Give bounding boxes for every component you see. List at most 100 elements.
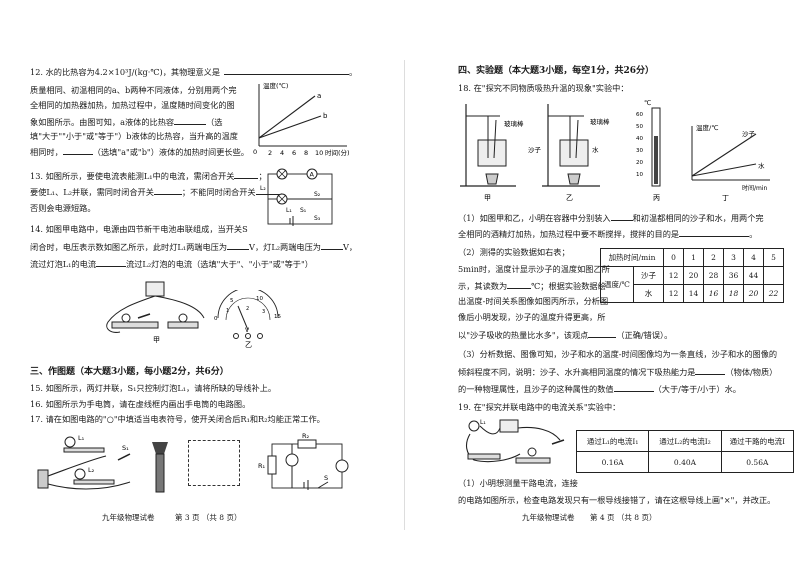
section3-heading: 三、作图题（本大题3小题，每小题2分，共6分） <box>30 367 229 377</box>
q18-line1: 18. 在"探究不同物质吸热升温的现象"实验中： <box>458 83 629 93</box>
table-cell: 20 <box>683 266 704 285</box>
q18-p2b: 5min时，温度计显示沙子的温度如图乙所 <box>458 264 610 274</box>
q19-current-table: 通过L₁的电流I₁ 通过L₂的电流I₂ 通过干路的电流I 0.16A 0.40A… <box>575 430 794 473</box>
graph-ylabel: 温度(℃) <box>263 81 288 90</box>
table-cell: 温度/℃ <box>600 266 634 303</box>
svg-text:沙子: 沙子 <box>528 146 542 154</box>
q17-text: 17. 请在如图电路的"○"中填适当电表符号，使开关闭合后R₁和R₂均能正常工作… <box>30 414 325 424</box>
table-cell: 12 <box>663 284 684 303</box>
q12-line5: 填"大于""小于"或"等于"）b液体的比热容，当升高的温度 <box>30 131 238 141</box>
svg-text:温度/℃: 温度/℃ <box>696 123 719 132</box>
svg-text:时间/min: 时间/min <box>742 184 768 192</box>
svg-text:50: 50 <box>636 124 643 130</box>
svg-text:30: 30 <box>636 148 643 154</box>
q12-line3: 全相同的加热器加热，加热过程中，温度随时间变化的图 <box>30 100 235 110</box>
graph-origin: 0 <box>253 148 257 156</box>
table-cell: 0.16A <box>575 451 650 473</box>
q18-p3a: （3）分析数据、图像可知，沙子和水的温度-时间图像均为一条直线，沙子和水的图像的 <box>458 349 778 359</box>
lamp-l2-label: L₂ <box>260 185 266 192</box>
svg-text:3: 3 <box>262 309 265 315</box>
caption-bing: 丙 <box>653 194 660 202</box>
svg-text:5: 5 <box>230 298 234 304</box>
q13-circuit: A L₂ L₁ S₁ S₂ S₃ <box>260 168 333 226</box>
lamp-l1-label: L₁ <box>286 207 292 214</box>
q17-s-label: S <box>324 474 328 482</box>
table-row: 0.16A 0.40A 0.56A <box>575 451 794 473</box>
q15-l2-label: L₂ <box>88 466 95 474</box>
table-row: 加热时间/min 0 1 2 3 4 5 <box>600 248 784 267</box>
q15-l1-label: L₁ <box>78 434 85 442</box>
table-cell: 20 <box>743 284 764 303</box>
right-footer-title: 九年级物理试卷 <box>522 513 575 522</box>
q18-p2e: 出温度-时间关系图像如图丙所示，分析图 <box>458 296 609 306</box>
q14-voltmeter-yi: 0 5 10 15 1 2 3 V 乙 <box>214 290 281 348</box>
switch-s3-label: S₃ <box>314 215 321 222</box>
table-cell: 通过L₁的电流I₁ <box>575 430 650 452</box>
table-cell: 16 <box>703 284 724 303</box>
svg-text:10: 10 <box>636 172 643 178</box>
q16-text: 16. 如图所示为手电筒，请在虚线框内画出手电筒的电路图。 <box>30 399 251 409</box>
graph-xtick: 10 <box>315 149 323 157</box>
switch-s2-label: S₂ <box>314 191 321 198</box>
table-cell <box>763 266 784 285</box>
q19-circuit: L₁ <box>465 419 565 464</box>
q12-line1: 12. 水的比热容为4.2×10³J/(kg·℃)，其物理意义是。 <box>30 67 358 77</box>
q15-s1-label: S₁ <box>122 444 129 452</box>
ammeter-symbol: A <box>310 171 315 179</box>
svg-text:20: 20 <box>636 160 643 166</box>
q17-circuit: R₁ R₂ S <box>258 432 349 490</box>
svg-text:℃: ℃ <box>644 99 651 107</box>
svg-text:2: 2 <box>246 306 249 312</box>
svg-text:1: 1 <box>226 308 229 314</box>
left-footer-title: 九年级物理试卷 <box>102 513 155 522</box>
svg-text:40: 40 <box>636 136 643 142</box>
table-cell: 44 <box>743 266 764 285</box>
table-cell: 0.40A <box>648 451 722 473</box>
q19-p1a: （1）小明想测量干路电流，连接 <box>458 478 578 488</box>
svg-text:水: 水 <box>592 145 599 154</box>
svg-text:玻璃棒: 玻璃棒 <box>504 119 524 128</box>
graph-xlabel: 时间(分) <box>325 148 350 157</box>
svg-text:玻璃棒: 玻璃棒 <box>590 117 610 126</box>
svg-text:10: 10 <box>256 296 263 302</box>
table-cell: 22 <box>763 284 784 303</box>
svg-text:60: 60 <box>636 112 643 118</box>
table-cell: 0 <box>663 248 684 267</box>
figure-yi-caption: 乙 <box>245 341 252 348</box>
table-cell: 0.56A <box>720 451 794 473</box>
table-cell: 18 <box>723 284 744 303</box>
q19-lamp-label: L₁ <box>480 419 486 426</box>
q16-dashed-box <box>188 440 240 486</box>
q18-p1: （1）如图甲和乙，小明在容器中分别装入和初温都相同的沙子和水，用两个完 <box>458 213 764 223</box>
q13-line3: 否则会电源短路。 <box>30 203 96 213</box>
table-cell: 12 <box>663 266 684 285</box>
q13-line1: 13. 如图所示，要使电流表能测L₁中的电流，需闭合开关； <box>30 171 267 181</box>
table-cell: 水 <box>633 284 664 303</box>
q19-line1: 19. 在"探究并联电路中的电流关系"实验中： <box>458 402 621 412</box>
caption-ding: 丁 <box>722 194 729 202</box>
table-cell: 2 <box>703 248 724 267</box>
q18-data-table: 加热时间/min 0 1 2 3 4 5 温度/℃ 沙子 12 20 28 36… <box>600 248 784 303</box>
q14-line3: 流过灯泡L₁的电流流过L₂灯泡的电流（选填"大于"、"小于"或"等于"） <box>30 259 313 269</box>
graph-xtick: 8 <box>304 149 308 157</box>
graph-line-b: b <box>323 112 328 120</box>
table-cell: 通过L₂的电流I₂ <box>648 430 722 452</box>
table-cell: 加热时间/min <box>600 248 664 267</box>
left-page: 12. 水的比热容为4.2×10³J/(kg·℃)，其物理意义是。 质量相同、初… <box>30 67 358 522</box>
q18-p2a: （2）测得的实验数据如右表； <box>458 247 570 257</box>
right-page: 四、实验题（本大题3小题，每空1分，共26分） 18. 在"探究不同物质吸热升温… <box>440 0 794 561</box>
q14-circuit-jia: 甲 <box>106 281 205 344</box>
page-fold <box>404 60 405 530</box>
right-footer-page: 第 4 页 （共 8 页） <box>590 513 657 522</box>
table-cell: 1 <box>683 248 704 267</box>
table-cell: 4 <box>743 248 764 267</box>
left-footer-page: 第 3 页 （共 8 页） <box>175 513 242 522</box>
q12-line4: 象如图所示。由图可知，a液体的比热容（选 <box>30 117 223 127</box>
q13-line2: 要使L₁、L₂并联，需同时闭合开关；不能同时闭合开关， <box>30 187 288 197</box>
q17-r1-label: R₁ <box>258 462 266 470</box>
q18-p3d: 的一种物理属性，且沙子的这种属性的数值（大于/等于/小于）水。 <box>458 384 741 394</box>
section4-heading: 四、实验题（本大题3小题，每空1分，共26分） <box>458 66 655 76</box>
q17-r2-label: R₂ <box>302 432 310 440</box>
table-row: 通过L₁的电流I₁ 通过L₂的电流I₂ 通过干路的电流I <box>575 430 794 452</box>
